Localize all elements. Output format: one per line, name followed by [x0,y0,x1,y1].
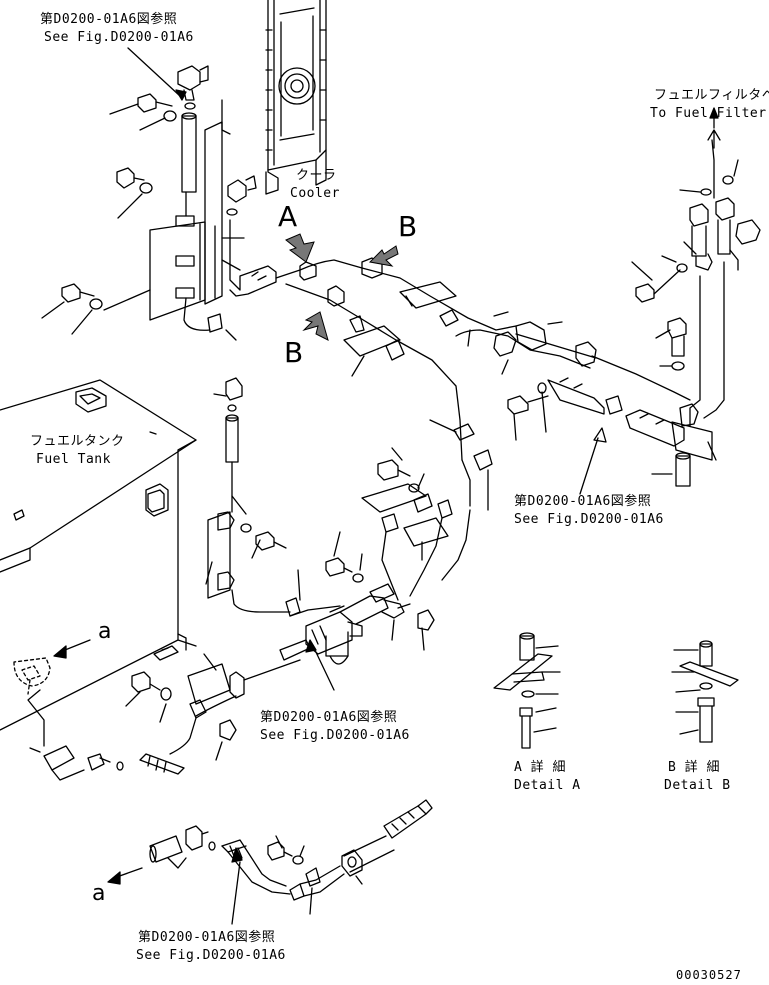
lower-left-pipe [28,654,300,780]
cooler-label-jp: クーラ [296,168,337,183]
valve-assembly [280,532,434,664]
cooler-unit [266,0,326,194]
connection-a-arrows [54,640,142,884]
tank-outlet-line [206,378,340,616]
ref-label-mid-jp: 第D0200-01A6図参照 [260,710,398,725]
cooler-label-en: Cooler [290,186,340,201]
upper-pipe-route [276,258,690,580]
connection-label-a-upper: a [98,619,112,644]
detail-b-label-jp: B 詳 細 [668,760,720,775]
ref-label-bottom-jp: 第D0200-01A6図参照 [138,930,276,945]
center-fitting [508,378,684,494]
view-arrow-b-upper [370,246,398,266]
view-arrow-b-lower [304,312,328,340]
detail-b-label-en: Detail B [664,778,731,793]
detail-a-label-en: Detail A [514,778,581,793]
tank-label-jp: フュエルタンク [30,434,125,449]
filter-label-en: To Fuel Filter [650,106,767,121]
drawing-number: 00030527 [676,968,742,982]
ref-label-right-jp: 第D0200-01A6図参照 [514,494,652,509]
ref-label-right-en: See Fig.D0200-01A6 [514,512,664,527]
detail-a-label-jp: A 詳 細 [514,760,566,775]
detail-a-sketch [494,633,560,748]
leader-lines [128,48,718,924]
detail-b-sketch [672,641,738,742]
ref-label-bottom-en: See Fig.D0200-01A6 [136,948,286,963]
view-arrow-a [286,234,314,262]
connection-a-sketch [14,658,50,694]
connection-label-a-lower: a [92,881,106,906]
view-label-a: A [278,200,298,233]
tank-label-en: Fuel Tank [36,452,111,467]
ref-label-mid-en: See Fig.D0200-01A6 [260,728,410,743]
view-label-b-lower: B [284,336,304,369]
right-filter-lines [632,130,760,486]
fuel-tank [0,380,196,730]
center-brackets [362,448,452,600]
top-left-fittings [42,66,276,340]
ref-label-top-jp: 第D0200-01A6図参照 [40,12,178,27]
ref-label-top-en: See Fig.D0200-01A6 [44,30,194,45]
bottom-assembly [150,800,432,914]
view-label-b-upper: B [398,210,418,243]
filter-label-jp: フュエルフィルタへ [654,88,769,103]
